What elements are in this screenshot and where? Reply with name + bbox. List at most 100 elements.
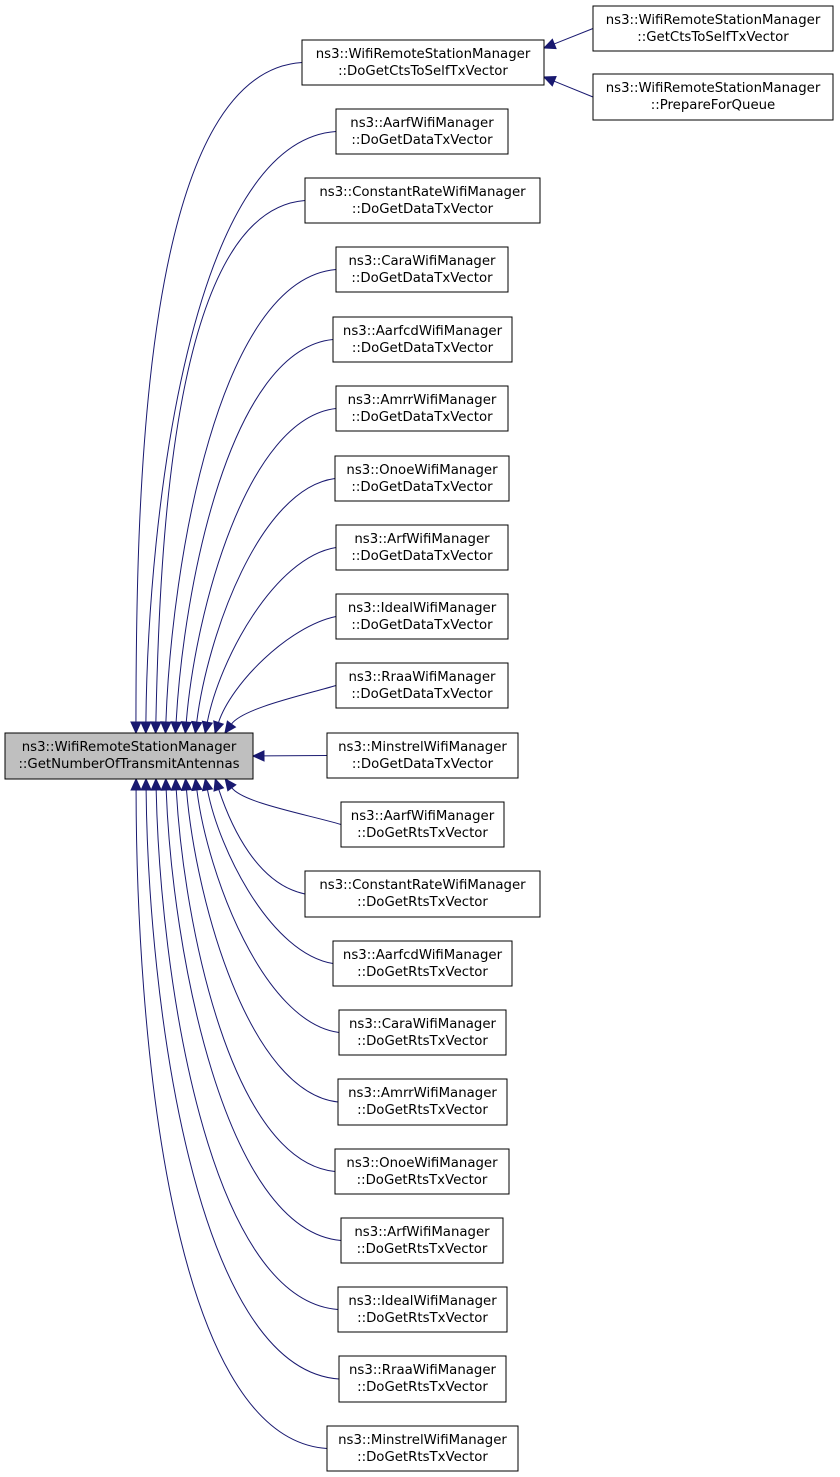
edge-caller-13-arrow xyxy=(201,777,214,792)
node-caller-18-label-line1: ns3::IdealWifiManager xyxy=(348,1294,497,1309)
edge-outer-1-line xyxy=(553,80,594,98)
node-caller-1-label-line1: ns3::AarfWifiManager xyxy=(350,116,494,131)
node-caller-17[interactable]: ns3::ArfWifiManager::DoGetRtsTxVector xyxy=(340,1217,504,1264)
edge-caller-19-line xyxy=(145,789,340,1380)
edge-caller-6-arrow xyxy=(191,720,203,735)
node-caller-20-box xyxy=(326,1425,519,1472)
node-caller-18-label-line2: ::DoGetRtsTxVector xyxy=(357,1311,488,1326)
node-caller-0-label-line1: ns3::WifiRemoteStationManager xyxy=(316,47,531,62)
node-caller-1-label-line2: ::DoGetDataTxVector xyxy=(351,133,493,148)
edge-caller-5-arrow xyxy=(180,721,193,735)
node-caller-18[interactable]: ns3::IdealWifiManager::DoGetRtsTxVector xyxy=(337,1286,508,1333)
node-outer-caller-1[interactable]: ns3::WifiRemoteStationManager::PrepareFo… xyxy=(592,73,834,121)
edge-caller-11-line xyxy=(231,787,342,825)
node-caller-9-label-line2: ::DoGetDataTxVector xyxy=(351,687,493,702)
node-caller-3-box xyxy=(335,246,509,293)
node-caller-19-label-line2: ::DoGetRtsTxVector xyxy=(357,1380,488,1395)
node-caller-5-label-line1: ns3::AmrrWifiManager xyxy=(348,393,497,408)
node-outer-caller-1-label-line2: ::PrepareForQueue xyxy=(651,98,776,113)
node-caller-9[interactable]: ns3::RraaWifiManager::DoGetDataTxVector xyxy=(335,662,509,709)
node-caller-16-label-line2: ::DoGetRtsTxVector xyxy=(357,1173,488,1188)
edge-caller-19-arrow xyxy=(140,777,152,791)
node-caller-7-box xyxy=(335,524,509,571)
node-outer-caller-0-label-line2: ::GetCtsToSelfTxVector xyxy=(637,30,789,45)
node-root-label-line1: ns3::WifiRemoteStationManager xyxy=(22,740,237,755)
node-caller-10-label-line2: ::DoGetDataTxVector xyxy=(352,757,494,772)
node-caller-11[interactable]: ns3::AarfWifiManager::DoGetRtsTxVector xyxy=(340,801,505,848)
edge-caller-6-line xyxy=(196,478,336,723)
node-caller-9-box xyxy=(335,662,509,709)
node-caller-12-box xyxy=(304,870,541,918)
node-caller-19[interactable]: ns3::RraaWifiManager::DoGetRtsTxVector xyxy=(338,1355,507,1403)
node-caller-14-box xyxy=(338,1009,507,1056)
node-caller-6-label-line2: ::DoGetDataTxVector xyxy=(351,480,493,495)
node-caller-4-label-line2: ::DoGetDataTxVector xyxy=(352,341,494,356)
node-caller-7[interactable]: ns3::ArfWifiManager::DoGetDataTxVector xyxy=(335,524,509,571)
node-caller-3-label-line1: ns3::CaraWifiManager xyxy=(348,254,496,269)
node-caller-0-label-line2: ::DoGetCtsToSelfTxVector xyxy=(338,64,508,79)
node-caller-16-label-line1: ns3::OnoeWifiManager xyxy=(346,1156,498,1171)
node-root-label-line2: ::GetNumberOfTransmitAntennas xyxy=(18,757,239,772)
node-caller-2-box xyxy=(304,177,541,224)
node-caller-0[interactable]: ns3::WifiRemoteStationManager::DoGetCtsT… xyxy=(301,39,545,86)
node-caller-5[interactable]: ns3::AmrrWifiManager::DoGetDataTxVector xyxy=(335,385,509,432)
edge-caller-4-arrow xyxy=(170,721,182,735)
node-caller-6[interactable]: ns3::OnoeWifiManager::DoGetDataTxVector xyxy=(334,455,510,502)
node-caller-10[interactable]: ns3::MinstrelWifiManager::DoGetDataTxVec… xyxy=(326,732,519,779)
edge-caller-20-line xyxy=(135,789,328,1449)
node-caller-4[interactable]: ns3::AarfcdWifiManager::DoGetDataTxVecto… xyxy=(332,316,513,363)
node-outer-caller-1-label-line1: ns3::WifiRemoteStationManager xyxy=(606,81,821,96)
edge-caller-3-arrow xyxy=(160,721,172,735)
node-caller-14[interactable]: ns3::CaraWifiManager::DoGetRtsTxVector xyxy=(338,1009,507,1056)
edge-caller-11-arrow xyxy=(224,778,237,792)
node-caller-2-label-line2: ::DoGetDataTxVector xyxy=(352,202,494,217)
edge-caller-7-arrow xyxy=(201,720,214,735)
edge-caller-20-arrow xyxy=(130,777,142,791)
node-caller-2[interactable]: ns3::ConstantRateWifiManager::DoGetDataT… xyxy=(304,177,541,224)
node-caller-1[interactable]: ns3::AarfWifiManager::DoGetDataTxVector xyxy=(335,108,509,155)
node-caller-14-label-line1: ns3::CaraWifiManager xyxy=(349,1017,497,1032)
edge-outer-1-arrow xyxy=(542,75,557,87)
node-root[interactable]: ns3::WifiRemoteStationManager::GetNumber… xyxy=(4,732,254,780)
node-caller-17-box xyxy=(340,1217,504,1264)
edge-caller-0-arrow xyxy=(130,721,142,735)
node-caller-8-label-line2: ::DoGetDataTxVector xyxy=(351,618,493,633)
node-caller-14-label-line2: ::DoGetRtsTxVector xyxy=(357,1034,488,1049)
node-caller-20-label-line2: ::DoGetRtsTxVector xyxy=(357,1450,488,1465)
node-caller-5-label-line2: ::DoGetDataTxVector xyxy=(351,410,493,425)
node-caller-8[interactable]: ns3::IdealWifiManager::DoGetDataTxVector xyxy=(335,593,509,640)
edge-caller-5-line xyxy=(185,408,337,723)
node-caller-13[interactable]: ns3::AarfcdWifiManager::DoGetRtsTxVector xyxy=(332,940,513,987)
node-caller-6-label-line1: ns3::OnoeWifiManager xyxy=(346,463,498,478)
edge-caller-8-arrow xyxy=(213,720,225,735)
edge-caller-17-line xyxy=(165,789,342,1241)
edge-caller-12-arrow xyxy=(213,777,225,792)
node-root-box xyxy=(4,732,254,780)
node-caller-2-label-line1: ns3::ConstantRateWifiManager xyxy=(319,185,526,200)
edge-caller-1-arrow xyxy=(140,721,152,735)
edge-caller-7-line xyxy=(206,547,337,723)
edge-caller-0-line xyxy=(135,62,303,723)
node-outer-caller-0[interactable]: ns3::WifiRemoteStationManager::GetCtsToS… xyxy=(592,5,834,52)
node-caller-16[interactable]: ns3::OnoeWifiManager::DoGetRtsTxVector xyxy=(334,1148,510,1195)
node-caller-7-label-line2: ::DoGetDataTxVector xyxy=(351,549,493,564)
edge-caller-18-line xyxy=(155,789,339,1310)
node-caller-19-label-line1: ns3::RraaWifiManager xyxy=(349,1363,497,1378)
edge-caller-1-line xyxy=(145,131,337,723)
edge-caller-15-line xyxy=(185,789,339,1103)
node-caller-13-label-line2: ::DoGetRtsTxVector xyxy=(357,965,488,980)
node-caller-20-label-line1: ns3::MinstrelWifiManager xyxy=(338,1433,507,1448)
edge-caller-16-line xyxy=(175,789,336,1172)
edge-caller-8-line xyxy=(218,616,337,723)
node-caller-20[interactable]: ns3::MinstrelWifiManager::DoGetRtsTxVect… xyxy=(326,1425,519,1472)
edge-caller-17-arrow xyxy=(160,777,172,791)
node-caller-4-box xyxy=(332,316,513,363)
node-caller-15[interactable]: ns3::AmrrWifiManager::DoGetRtsTxVector xyxy=(337,1078,508,1126)
node-caller-3[interactable]: ns3::CaraWifiManager::DoGetDataTxVector xyxy=(335,246,509,293)
node-outer-caller-1-box xyxy=(592,73,834,121)
edges-layer xyxy=(130,28,594,1449)
node-caller-12[interactable]: ns3::ConstantRateWifiManager::DoGetRtsTx… xyxy=(304,870,541,918)
node-caller-7-label-line1: ns3::ArfWifiManager xyxy=(354,532,490,547)
node-caller-18-box xyxy=(337,1286,508,1333)
node-caller-11-label-line1: ns3::AarfWifiManager xyxy=(351,809,495,824)
